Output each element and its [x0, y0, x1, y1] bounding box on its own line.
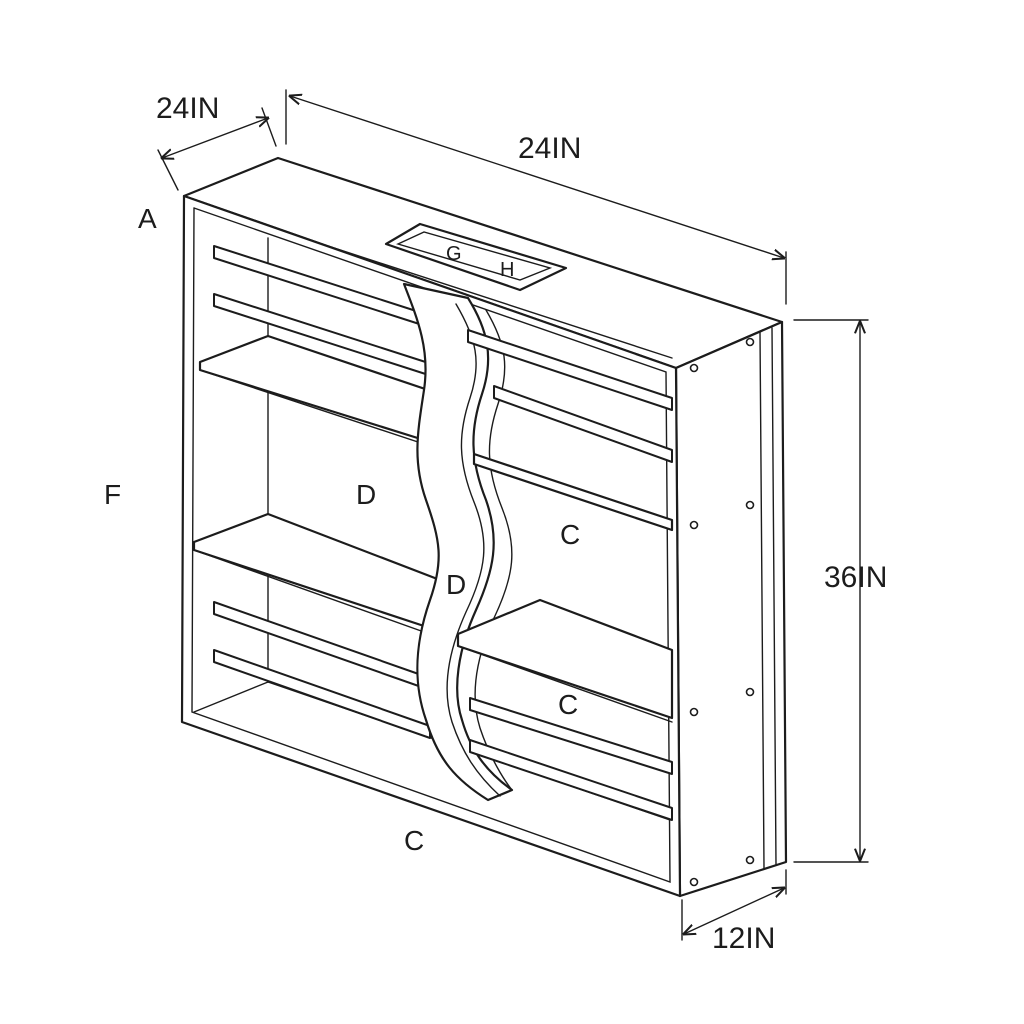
- shelf-right-upper: [472, 452, 674, 532]
- rod-right-2: [493, 385, 673, 463]
- screw: [689, 877, 699, 887]
- extension-line: [157, 149, 179, 191]
- part-label-d-left: D: [356, 479, 376, 510]
- dimension-width-top: [290, 96, 784, 258]
- side-panel-edge-2: [771, 327, 777, 866]
- rod-right-1: [467, 329, 673, 411]
- extension-line: [261, 107, 277, 147]
- screw: [745, 687, 755, 697]
- bottom-panel-edge: [193, 681, 269, 713]
- shelf-right-lower: [456, 598, 674, 720]
- part-label-g: G: [446, 243, 462, 265]
- front-frame-inner: [191, 207, 671, 883]
- rod-left-4: [213, 649, 431, 739]
- part-label-d-center: D: [446, 569, 466, 600]
- screw: [689, 520, 699, 530]
- part-label-c-right-lower: C: [558, 689, 578, 720]
- screw: [689, 363, 699, 373]
- screw: [745, 337, 755, 347]
- screw: [689, 707, 699, 717]
- screw: [745, 500, 755, 510]
- dimension-depth-bottom: [684, 888, 784, 934]
- side-panel-edge: [759, 331, 765, 869]
- part-label-c-bottom: C: [404, 825, 424, 856]
- part-label-f: F: [104, 479, 121, 510]
- dimension-label-depth-bottom: 12IN: [712, 922, 775, 955]
- screw: [745, 855, 755, 865]
- dimension-label-height: 36IN: [824, 561, 887, 594]
- dimension-label-depth-top: 24IN: [156, 92, 219, 125]
- part-label-h: H: [500, 259, 514, 281]
- rod-right-3: [469, 697, 673, 775]
- dimension-label-width-top: 24IN: [518, 132, 581, 165]
- part-label-a: A: [138, 203, 157, 234]
- part-label-c-right-upper: C: [560, 519, 580, 550]
- rod-right-4: [469, 739, 673, 821]
- right-side-panel: [674, 320, 788, 898]
- dimension-depth-top: [162, 118, 268, 158]
